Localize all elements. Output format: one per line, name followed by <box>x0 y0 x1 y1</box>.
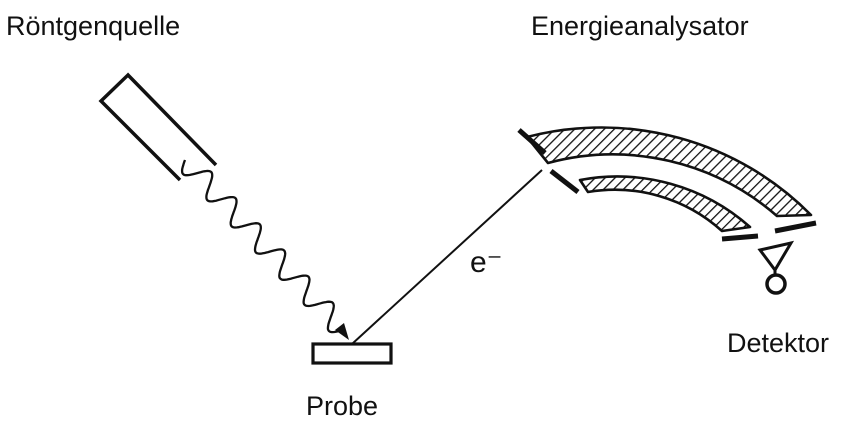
sample-label: Probe <box>306 391 379 421</box>
xray-beam <box>180 159 344 334</box>
entrance-slit-upper <box>517 128 547 155</box>
analyzer-outer-hemisphere <box>525 126 813 218</box>
analyzer-label: Energieanalysator <box>531 11 749 41</box>
xray-source-label: Röntgenquelle <box>6 11 181 41</box>
entrance-slit-lower <box>549 169 580 194</box>
electron-label: e⁻ <box>470 246 503 279</box>
xray-beam-arrowhead <box>335 323 349 340</box>
sample-rect <box>311 342 393 365</box>
detector-label: Detektor <box>727 328 830 358</box>
exit-slit-left <box>721 233 759 242</box>
detector-icon <box>757 240 795 295</box>
xray-tube <box>98 72 218 182</box>
exit-slit-right <box>774 220 817 234</box>
electron-path <box>351 169 543 345</box>
analyzer-inner-hemisphere <box>578 175 752 233</box>
